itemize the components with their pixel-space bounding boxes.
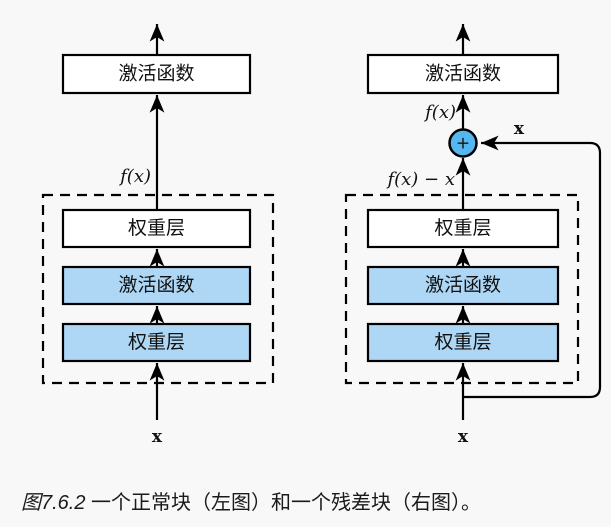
fx-label: f(x) — [118, 166, 151, 187]
residual-label: f(x) − x — [385, 169, 455, 190]
skip-connection — [463, 135, 602, 399]
weight-layer-top-label: 权重层 — [434, 217, 491, 239]
figure-canvas: 激活函数 f(x) 权重层 激活函数 权重层 x — [41, 24, 602, 447]
weight-layer-box-bottom — [366, 322, 560, 363]
plus-icon: + — [456, 134, 470, 154]
weight-layer-box-top — [61, 208, 252, 249]
input-label: x — [152, 427, 163, 447]
input-label: x — [458, 427, 469, 447]
inner-activation-box — [61, 265, 252, 306]
weight-layer-box-bottom — [61, 322, 252, 363]
inner-activation-label: 激活函数 — [425, 274, 501, 296]
activation-box — [61, 53, 252, 95]
normal-block-diagram: 激活函数 f(x) 权重层 激活函数 权重层 x — [41, 24, 275, 447]
figure-caption-text: 一个正常块（左图）和一个残差块（右图）。 — [85, 492, 482, 514]
weight-layer-bottom-label: 权重层 — [434, 331, 491, 353]
activation-box-label: 激活函数 — [118, 63, 194, 85]
weight-layer-top-label: 权重层 — [128, 217, 185, 239]
plus-node — [448, 128, 478, 158]
activation-box — [366, 53, 560, 95]
fx-label: f(x) — [423, 102, 456, 123]
weight-layer-box-top — [366, 208, 560, 249]
figure-caption: 图7.6.2 一个正常块（左图）和一个残差块（右图）。 — [21, 486, 481, 515]
inner-activation-label: 激活函数 — [118, 274, 194, 296]
weight-layer-bottom-label: 权重层 — [128, 331, 185, 353]
figure-caption-number: 图7.6.2 — [21, 492, 86, 514]
residual-block-diagram: 激活函数 f(x) x + f(x) − x 权重层 激活函数 — [344, 24, 602, 447]
skip-input-label: x — [514, 119, 525, 139]
inner-activation-box — [366, 265, 560, 306]
activation-box-label: 激活函数 — [425, 63, 501, 85]
